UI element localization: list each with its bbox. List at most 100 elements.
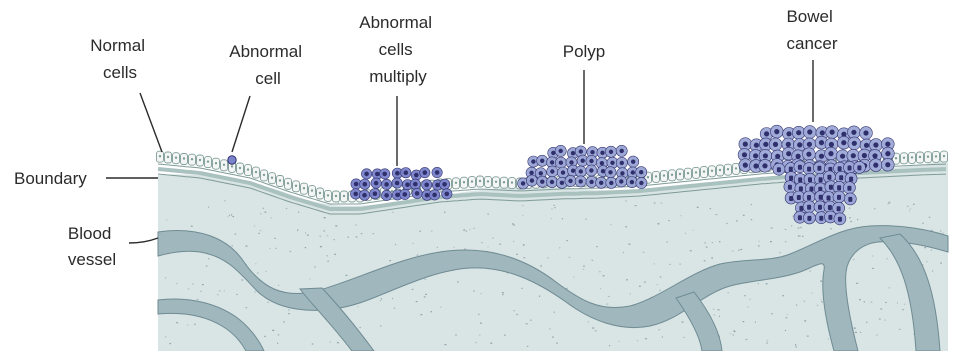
polyp-cell-nucleus (530, 178, 534, 182)
cancer-cell-nucleus (774, 129, 779, 134)
cancer-cell-nucleus (753, 153, 758, 158)
speckle (522, 205, 524, 206)
speckle (492, 238, 494, 239)
cancer-cell-nucleus (773, 142, 778, 147)
normal-cell-nucleus (247, 168, 249, 170)
polyp-cell-nucleus (589, 180, 593, 184)
speckle (871, 302, 873, 303)
normal-cell-nucleus (231, 165, 233, 167)
speckle (224, 290, 225, 291)
cancer-cell-nucleus (885, 142, 890, 147)
multiply-cell-nucleus (414, 173, 419, 178)
speckle (795, 344, 796, 345)
speckle (488, 247, 489, 248)
polyp-cell-nucleus (571, 169, 575, 173)
speckle (224, 200, 226, 201)
speckle (907, 206, 908, 207)
label-normal-cells: Normal cells (90, 36, 150, 82)
speckle (719, 241, 720, 242)
speckle (288, 313, 290, 314)
normal-cell-nucleus (343, 195, 345, 197)
speckle (269, 248, 270, 249)
speckle (697, 207, 699, 208)
multiply-cell-nucleus (395, 193, 400, 198)
normal-cell-nucleus (695, 171, 697, 173)
polyp-cell-nucleus (590, 150, 594, 154)
speckle (850, 221, 852, 222)
speckle (728, 292, 729, 293)
multiply-cell-nucleus (362, 193, 367, 198)
speckle (588, 321, 589, 322)
speckle (208, 207, 209, 208)
speckle (899, 329, 901, 330)
speckle (583, 266, 585, 267)
normal-cell-nucleus (919, 156, 921, 158)
speckle (513, 310, 515, 311)
speckle (661, 203, 663, 204)
normal-cell-nucleus (711, 170, 713, 172)
multiply-cell-nucleus (354, 182, 359, 187)
speckle (258, 233, 259, 234)
speckle (478, 314, 479, 315)
speckle (202, 284, 204, 285)
speckle (812, 293, 813, 294)
speckle (859, 299, 861, 300)
speckle (417, 255, 419, 256)
cancer-cell-nucleus (851, 130, 856, 135)
invasive-cancer-nucleus (829, 185, 833, 190)
speckle (583, 269, 585, 270)
multiply-cell-nucleus (405, 182, 410, 187)
speckle (499, 244, 501, 245)
speckle (682, 322, 684, 323)
normal-cell-nucleus (687, 172, 689, 174)
multiply-cell-nucleus (374, 181, 379, 186)
polyp-cell-nucleus (600, 161, 604, 165)
speckle (804, 320, 806, 321)
speckle (660, 290, 661, 291)
normal-cell-nucleus (199, 159, 201, 161)
speckle (320, 246, 322, 247)
cancer-cell-nucleus (885, 162, 890, 167)
speckle (888, 203, 890, 204)
speckle (257, 272, 258, 273)
speckle (821, 299, 822, 300)
speckle (327, 261, 329, 262)
speckle (711, 257, 713, 258)
speckle (176, 283, 177, 284)
speckle (481, 242, 482, 243)
normal-cell-nucleus (271, 177, 273, 179)
cancer-cell-nucleus (743, 142, 748, 147)
normal-cell-nucleus (183, 157, 185, 159)
speckle (246, 246, 248, 247)
polyp-cell-nucleus (529, 171, 533, 175)
cancer-cell-nucleus (840, 154, 845, 159)
speckle (231, 214, 232, 215)
polyp-cell-nucleus (540, 180, 544, 184)
invasive-cancer-nucleus (837, 195, 841, 200)
normal-cell-nucleus (287, 182, 289, 184)
invasive-cancer-nucleus (819, 195, 823, 200)
speckle (820, 281, 822, 282)
cancer-cell-nucleus (863, 130, 868, 135)
abnormal-cell-single (228, 156, 236, 164)
speckle (554, 312, 555, 313)
normal-cell-nucleus (703, 170, 705, 172)
speckle (798, 235, 800, 236)
invasive-cancer-nucleus (799, 186, 803, 191)
speckle (821, 301, 823, 302)
cancer-cell-nucleus (819, 154, 824, 159)
speckle (864, 301, 865, 302)
speckle (669, 264, 671, 265)
multiply-cell-nucleus (435, 183, 440, 188)
speckle (236, 294, 237, 295)
polyp-cell-nucleus (559, 161, 563, 165)
invasive-cancer-nucleus (848, 166, 852, 171)
speckle (704, 242, 706, 243)
normal-cell-nucleus (663, 174, 665, 176)
normal-cell-nucleus (463, 181, 465, 183)
speckle (626, 279, 628, 280)
polyp-cell-nucleus (599, 181, 603, 185)
normal-cell-nucleus (335, 195, 337, 197)
label-boundary: Boundary (14, 169, 87, 188)
speckle (310, 278, 311, 279)
